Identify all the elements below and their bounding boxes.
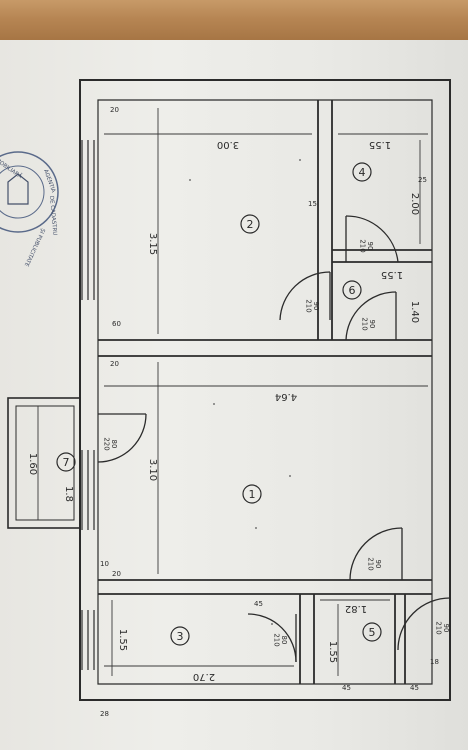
door-label-room3: 80210 <box>273 633 288 646</box>
door-label-room5: 90210 <box>435 621 450 634</box>
room-marker-3 <box>170 626 190 646</box>
stamp-outer-ring <box>0 151 59 233</box>
room-markers <box>56 162 382 646</box>
wood-tabletop <box>0 0 468 42</box>
wall-label-20b: 20 <box>110 360 119 368</box>
stamp-text-4: IMOBILIARĂ <box>0 156 23 180</box>
door-label-balcony: 80220 <box>103 437 118 450</box>
door-label-room4: 90210 <box>359 239 374 252</box>
door-label-room1: 90210 <box>367 557 382 570</box>
ink-dots <box>189 159 301 625</box>
dim-room4-length: 1.55 <box>369 139 391 150</box>
official-stamp: AGENTIA DE CADASTRU ȘI PUBLICITATE IMOBI… <box>0 151 59 268</box>
wall-label-25: 25 <box>418 176 427 184</box>
windows <box>81 140 95 670</box>
room-label-4: 4 <box>359 166 366 179</box>
stamp-text-3: ȘI PUBLICITATE <box>23 227 46 267</box>
dim-room1-length: 4.64 <box>275 391 297 402</box>
room-label-3: 3 <box>177 630 184 643</box>
dim-balcony-length: 1.60 <box>27 453 38 475</box>
dim-room3-length: 2.70 <box>193 671 215 682</box>
room-label-7: 7 <box>63 456 70 469</box>
dim-balcony-width: 1.8 <box>63 486 74 502</box>
wall-label-45a: 45 <box>254 600 263 608</box>
room-marker-5 <box>362 622 382 642</box>
door-swings <box>97 215 451 663</box>
dim-room3-width: 1.55 <box>117 629 128 651</box>
interior-walls <box>98 100 432 684</box>
door-label-room6-bottom: 90210 <box>361 317 376 330</box>
wall-labels: 20 20 20 25 15 10 45 45 45 28 18 60 <box>100 106 439 718</box>
room-label-5: 5 <box>369 626 376 639</box>
wall-label-10: 10 <box>100 560 109 568</box>
room-marker-2 <box>240 214 260 234</box>
room-label-1: 1 <box>249 488 256 501</box>
dimension-labels: 3.00 3.15 1.55 2.00 1.55 1.40 4.64 3.10 … <box>27 139 420 682</box>
room-marker-1 <box>242 484 262 504</box>
dim-room1-width: 3.10 <box>147 459 158 481</box>
wall-label-18: 18 <box>430 658 439 666</box>
dim-room4-width: 2.00 <box>409 193 420 215</box>
paper-sheet <box>0 40 468 750</box>
stamp-text-2: DE CADASTRU <box>48 196 57 236</box>
wall-label-20c: 20 <box>112 570 121 578</box>
room-numbers: 2 4 6 1 3 5 7 <box>63 166 376 643</box>
wall-label-15: 15 <box>308 200 317 208</box>
room-marker-6 <box>342 280 362 300</box>
stamp-inner-ring <box>0 165 45 219</box>
room-label-2: 2 <box>247 218 254 231</box>
coat-of-arms-icon <box>7 173 29 205</box>
wall-label-20a: 20 <box>110 106 119 114</box>
dim-room6-length: 1.55 <box>381 269 403 280</box>
wall-label-60: 60 <box>112 320 121 328</box>
balcony <box>7 397 81 529</box>
dim-room2-length: 3.00 <box>217 139 239 150</box>
wall-label-28: 28 <box>100 710 109 718</box>
dim-room5-width: 1.55 <box>327 641 338 663</box>
room-marker-4 <box>352 162 372 182</box>
door-label-room6-left: 90210 <box>305 299 320 312</box>
wall-label-45b: 45 <box>342 684 351 692</box>
wall-label-45c: 45 <box>410 684 419 692</box>
room-label-6: 6 <box>349 284 356 297</box>
dimension-lines <box>37 108 428 676</box>
door-labels: 90210 90210 90210 80220 90210 80210 9021… <box>103 239 450 646</box>
dim-room6-width: 1.40 <box>409 301 420 323</box>
dim-room5-length: 1.82 <box>345 603 367 614</box>
room-marker-7 <box>56 452 76 472</box>
dim-room2-width: 3.15 <box>147 233 158 255</box>
